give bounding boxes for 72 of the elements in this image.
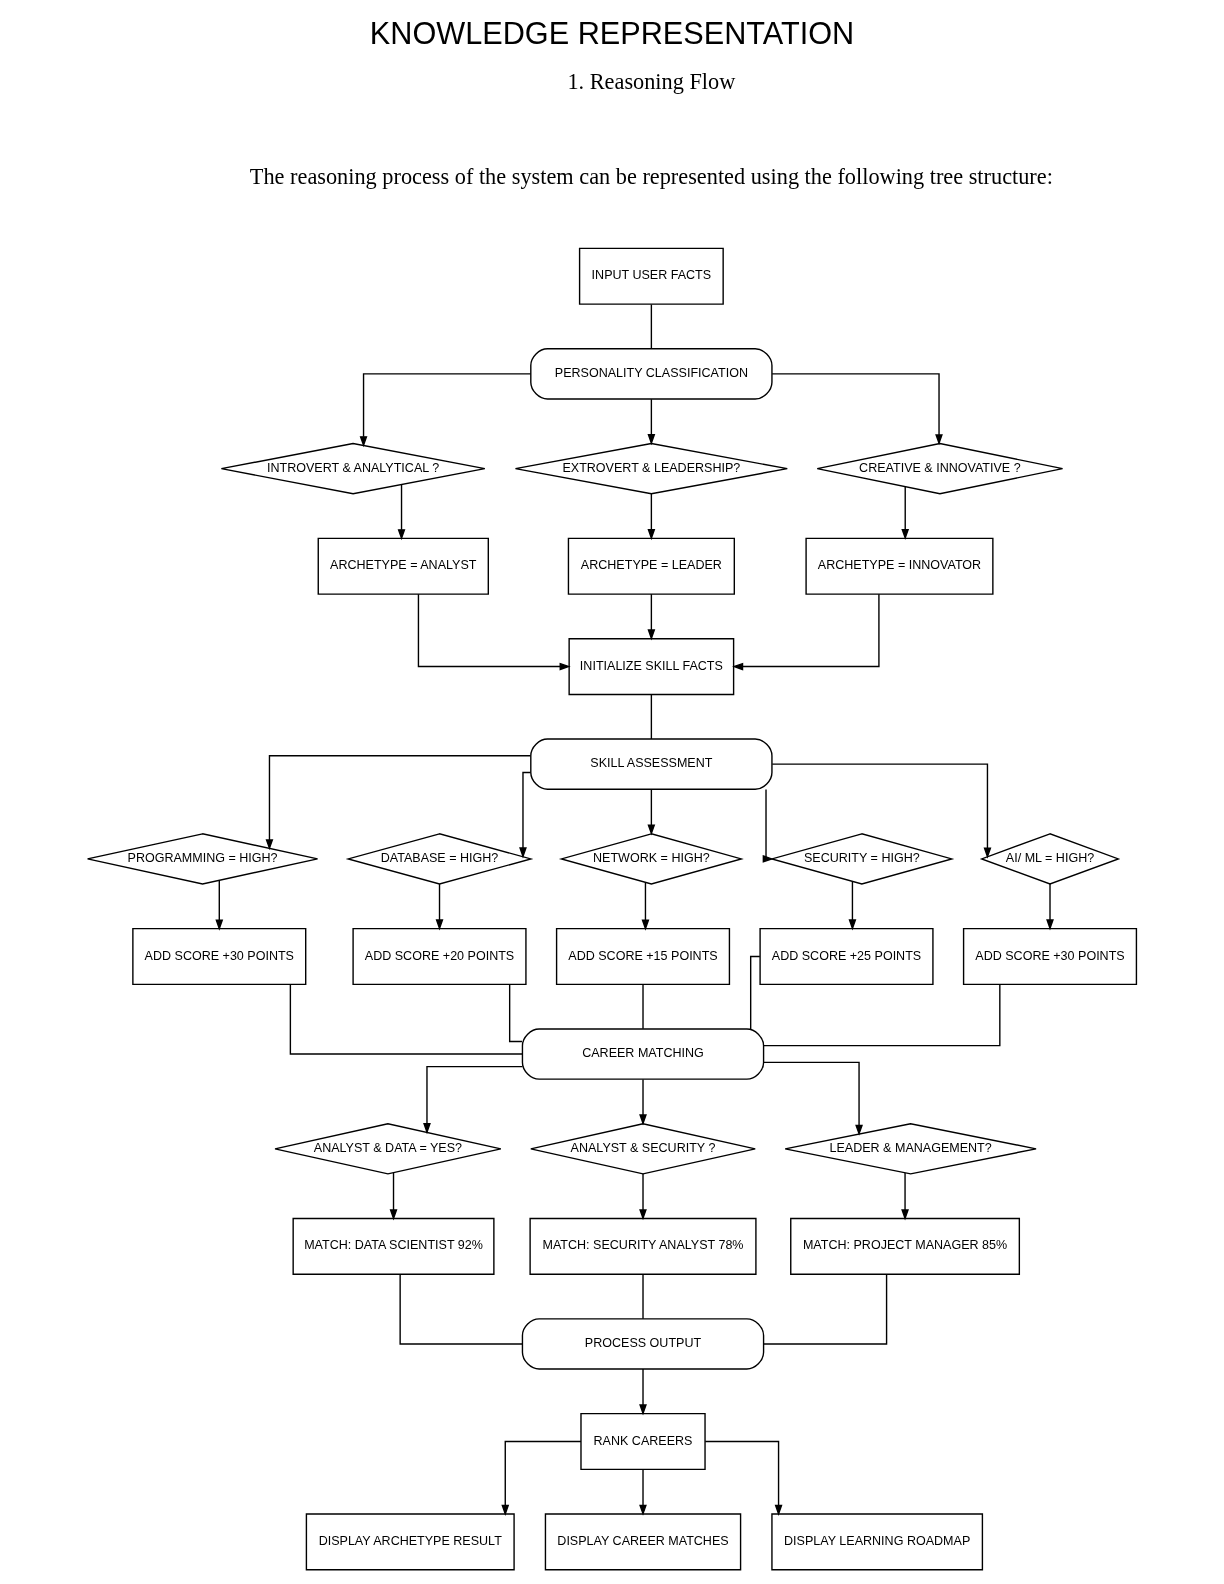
node-box: DISPLAY CAREER MATCHES (544, 1513, 742, 1571)
node-diamond: DATABASE = HIGH? (345, 833, 534, 885)
arrow (647, 493, 656, 541)
connector (399, 1273, 523, 1345)
connector (642, 984, 644, 1030)
node-diamond: PROGRAMMING = HIGH? (86, 833, 319, 885)
node-box: ARCHETYPE = ANALYST (317, 537, 489, 595)
arrow (732, 593, 880, 671)
node-box: MATCH: DATA SCIENTIST 92% (292, 1217, 495, 1275)
arrow (771, 373, 943, 446)
arrow (215, 879, 224, 931)
arrow (762, 788, 774, 863)
connector (289, 984, 523, 1055)
arrow (359, 373, 532, 448)
node-box: ADD SCORE +30 POINTS (962, 927, 1138, 986)
node-diamond: AI/ ML = HIGH? (979, 833, 1121, 885)
connector (650, 303, 653, 350)
arrow (423, 1065, 524, 1135)
arrow (647, 788, 656, 836)
arrow (771, 763, 992, 859)
node-box: CAREER MATCHING (521, 1028, 765, 1080)
arrow (397, 484, 406, 541)
connector (763, 1273, 888, 1345)
node-box: ADD SCORE +25 POINTS (759, 927, 934, 986)
node-box: DISPLAY LEARNING ROADMAP (771, 1513, 984, 1571)
node-box: ARCHETYPE = INNOVATOR (805, 537, 994, 595)
arrow (1046, 883, 1054, 931)
node-diamond: ANALYST & SECURITY ? (530, 1123, 756, 1175)
node-box: DISPLAY ARCHETYPE RESULT (305, 1513, 515, 1571)
arrow (901, 1172, 909, 1221)
arrow (704, 1440, 783, 1517)
arrow (639, 1368, 647, 1416)
node-box: ADD SCORE +30 POINTS (132, 927, 307, 986)
connector (763, 984, 1001, 1047)
node-diamond: SECURITY = HIGH? (769, 833, 955, 885)
arrow (639, 1468, 647, 1516)
arrow (641, 881, 650, 931)
arrow (417, 593, 571, 671)
label: 1. Reasoning Flow (567, 69, 736, 95)
arrow (848, 880, 857, 931)
connector (642, 1273, 644, 1320)
arrow (762, 1061, 863, 1136)
node-box: MATCH: PROJECT MANAGER 85% (790, 1217, 1021, 1275)
arrow (389, 1172, 398, 1221)
arrow (639, 1078, 647, 1126)
node-diamond: NETWORK = HIGH? (558, 833, 744, 885)
connector (750, 955, 761, 1030)
node-box: SKILL ASSESSMENT (530, 738, 773, 790)
node-box: PROCESS OUTPUT (521, 1318, 765, 1370)
arrow (647, 593, 656, 641)
node-box: MATCH: SECURITY ANALYST 78% (529, 1217, 757, 1275)
diagram-title: KNOWLEDGE REPRESENTATION (369, 16, 855, 51)
node-diamond: EXTROVERT & LEADERSHIP? (514, 442, 788, 495)
node-box: ADD SCORE +15 POINTS (555, 927, 731, 986)
arrow (265, 755, 532, 851)
arrow (901, 486, 910, 541)
node-box: INITIALIZE SKILL FACTS (568, 638, 735, 696)
node-box: ADD SCORE +20 POINTS (352, 927, 527, 986)
node-diamond: CREATIVE & INNOVATIVE ? (816, 442, 1064, 495)
connector (508, 984, 523, 1043)
arrow (435, 883, 444, 931)
arrow (501, 1440, 582, 1517)
connector (650, 694, 653, 740)
node-box: RANK CAREERS (580, 1412, 706, 1471)
label: The reasoning process of the system can be represented using the following tree structure: (249, 164, 1053, 190)
arrow (647, 398, 656, 446)
node-diamond: INTROVERT & ANALYTICAL ? (220, 442, 486, 495)
arrow (639, 1173, 647, 1221)
node-box: PERSONALITY CLASSIFICATION (530, 348, 773, 400)
node-box: ARCHETYPE = LEADER (567, 537, 735, 595)
arrow (519, 771, 532, 859)
node-box: INPUT USER FACTS (578, 247, 724, 305)
